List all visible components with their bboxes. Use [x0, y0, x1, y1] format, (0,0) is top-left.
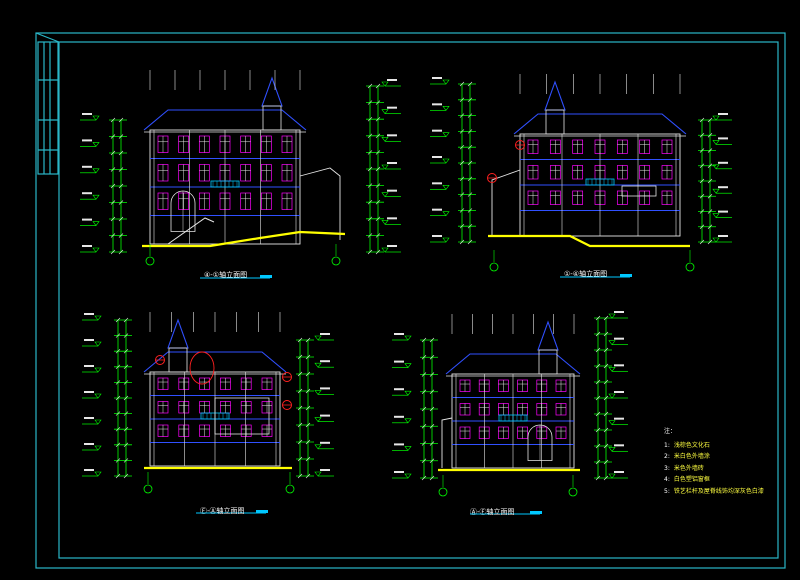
note-item: 1:浅棕色文化石 [664, 441, 710, 449]
note-item: 3:米色外墙砖 [664, 464, 704, 472]
elevation-side-a [82, 312, 334, 514]
elevation-front [80, 70, 401, 279]
note-item: 5:铁艺栏杆及屋脊线饰均深灰色白漆 [664, 487, 764, 495]
elevation-side-b [392, 311, 628, 515]
note-item: 4:白色塑铝窗框 [664, 476, 710, 483]
elevation-title-front: ④-①轴立面图 [204, 271, 248, 279]
drawing-frame [35, 32, 786, 569]
drawing-notes: 注： 1:浅棕色文化石 2:米白色外墙涂 3:米色外墙砖 4:白色塑铝窗框 5:… [664, 426, 764, 497]
note-item: 2:米白色外墙涂 [664, 453, 710, 460]
elevation-title-rear: ①-④轴立面图 [564, 270, 608, 278]
elevation-rear [430, 74, 732, 278]
elevation-title-side-a: Ⓕ-Ⓐ轴立面图 [200, 507, 245, 515]
notes-header: 注： [664, 428, 677, 435]
elevation-title-side-b: Ⓐ-Ⓕ轴立面图 [470, 508, 515, 516]
